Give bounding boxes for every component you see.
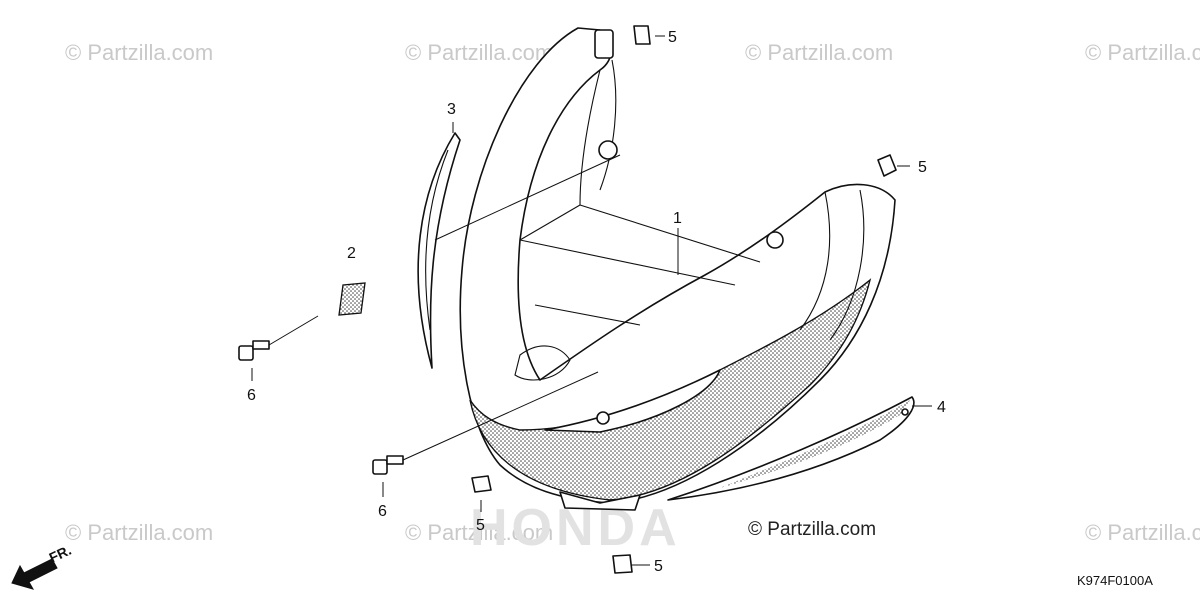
callout-5: 5 xyxy=(918,159,927,176)
part-5-clip xyxy=(877,154,897,177)
watermark: © Partzilla.com xyxy=(1085,40,1200,65)
watermark: © Partzilla.com xyxy=(405,40,553,65)
watermark: © Partzilla.com xyxy=(65,40,213,65)
direction-arrow-icon xyxy=(11,558,58,590)
watermark: © Partzilla.com xyxy=(405,520,553,545)
callout-6: 6 xyxy=(247,387,256,404)
callout-2: 2 xyxy=(347,245,356,262)
front-direction-indicator: FR. xyxy=(11,542,74,590)
callout-5: 5 xyxy=(476,517,485,534)
callout-1: 1 xyxy=(673,210,682,227)
leader-lines xyxy=(251,35,932,566)
part-5-clip xyxy=(471,475,492,493)
part-5-clip xyxy=(612,554,633,574)
part-3-trim-strip xyxy=(417,132,461,369)
callout-5: 5 xyxy=(668,29,677,46)
direction-label: FR. xyxy=(47,542,74,566)
callout-4: 4 xyxy=(937,399,946,416)
watermark-layer: © Partzilla.com © Partzilla.com © Partzi… xyxy=(65,40,1200,557)
callout-3: 3 xyxy=(447,101,456,118)
watermark: © Partzilla.com xyxy=(1085,520,1200,545)
watermark: © Partzilla.com xyxy=(745,40,893,65)
part-6-bolt xyxy=(372,455,404,475)
part-4-side-strip xyxy=(667,396,915,501)
callout-5: 5 xyxy=(654,558,663,575)
partzilla-credit: © Partzilla.com xyxy=(748,519,876,540)
watermark: © Partzilla.com xyxy=(65,520,213,545)
part-2-emblem xyxy=(338,282,366,316)
diagram-code: K974F0100A xyxy=(1077,573,1153,588)
part-1-front-cover xyxy=(459,27,896,511)
part-6-bolt xyxy=(238,340,270,361)
callout-6: 6 xyxy=(378,503,387,520)
part-5-clip xyxy=(633,25,651,45)
